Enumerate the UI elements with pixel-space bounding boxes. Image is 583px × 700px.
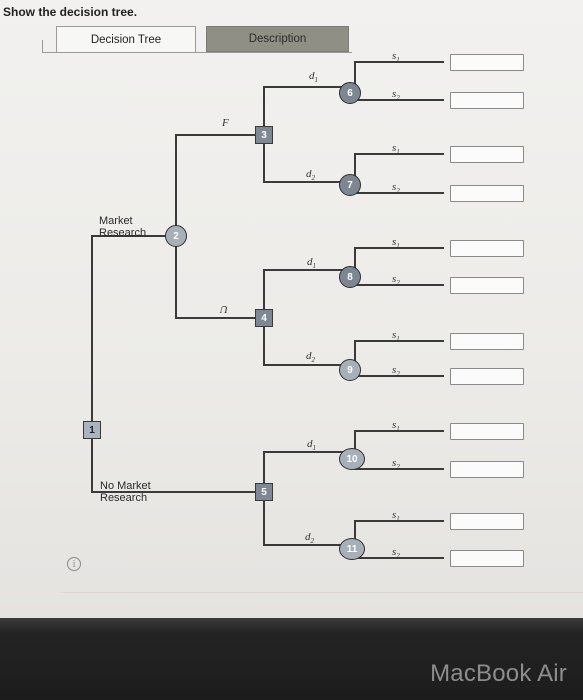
decision-node-3: 3: [255, 126, 273, 144]
label-s2-n8: s2: [392, 273, 400, 288]
label-research-2: Research: [100, 492, 148, 504]
payoff-input-7-s2[interactable]: [450, 185, 524, 202]
label-s2-n7: s2: [392, 181, 400, 196]
prompt-text: Show the decision tree.: [3, 5, 138, 19]
decision-node-1: 1: [83, 421, 101, 439]
chance-node-8: 8: [339, 266, 361, 288]
label-s1-n7: s1: [392, 142, 400, 157]
laptop-bezel: MacBook Air: [0, 618, 583, 700]
payoff-input-11-s1[interactable]: [450, 513, 524, 530]
payoff-input-8-s2[interactable]: [450, 277, 524, 294]
label-s1-n8: s1: [392, 236, 400, 251]
label-s1-n6: s1: [392, 50, 400, 65]
label-d1-mid: d1: [307, 256, 316, 271]
label-d1-bottom: d1: [307, 438, 316, 453]
decision-node-5: 5: [255, 483, 273, 501]
chance-node-2: 2: [165, 225, 187, 247]
label-d2-bottom: d2: [305, 531, 314, 546]
label-s1-n9: s1: [392, 329, 400, 344]
payoff-input-6-s1[interactable]: [450, 54, 524, 71]
label-d1-top: d1: [309, 70, 318, 85]
label-favorable: F: [222, 117, 229, 129]
payoff-input-9-s2[interactable]: [450, 368, 524, 385]
payoff-input-6-s2[interactable]: [450, 92, 524, 109]
label-d2-top: d2: [306, 168, 315, 183]
label-s2-n9: s2: [392, 364, 400, 379]
payoff-input-10-s1[interactable]: [450, 423, 524, 440]
screen-content: Show the decision tree. Decision Tree De…: [0, 0, 583, 618]
chance-node-10: 10: [339, 448, 365, 470]
label-market-research: Market Research: [99, 215, 146, 239]
label-no-market: No Market: [100, 480, 151, 492]
footer-divider: [60, 592, 583, 593]
label-s2-n6: s2: [392, 88, 400, 103]
label-s2-n11: s2: [392, 546, 400, 561]
payoff-input-9-s1[interactable]: [450, 333, 524, 350]
label-d2-mid: d2: [306, 350, 315, 365]
decision-node-4: 4: [255, 309, 273, 327]
chance-node-6: 6: [339, 82, 361, 104]
payoff-input-8-s1[interactable]: [450, 240, 524, 257]
chance-node-11: 11: [339, 538, 365, 560]
payoff-input-7-s1[interactable]: [450, 146, 524, 163]
tab-underline: [42, 52, 352, 53]
label-s1-n11: s1: [392, 509, 400, 524]
chance-node-7: 7: [339, 174, 361, 196]
label-no-market-research: No Market Research: [100, 480, 151, 504]
payoff-input-11-s2[interactable]: [450, 550, 524, 567]
label-s2-n10: s2: [392, 457, 400, 472]
chance-node-9: 9: [339, 359, 361, 381]
tab-divider: [42, 40, 43, 53]
info-circle-icon[interactable]: i: [67, 557, 81, 571]
tab-description[interactable]: Description: [206, 26, 349, 52]
label-research: Research: [99, 227, 147, 239]
label-market: Market: [99, 215, 133, 227]
payoff-input-10-s2[interactable]: [450, 461, 524, 478]
label-s1-n10: s1: [392, 419, 400, 434]
tab-decision-tree[interactable]: Decision Tree: [56, 26, 196, 52]
label-unfavorable: U: [220, 303, 228, 315]
bezel-brand-text: MacBook Air: [430, 660, 567, 687]
